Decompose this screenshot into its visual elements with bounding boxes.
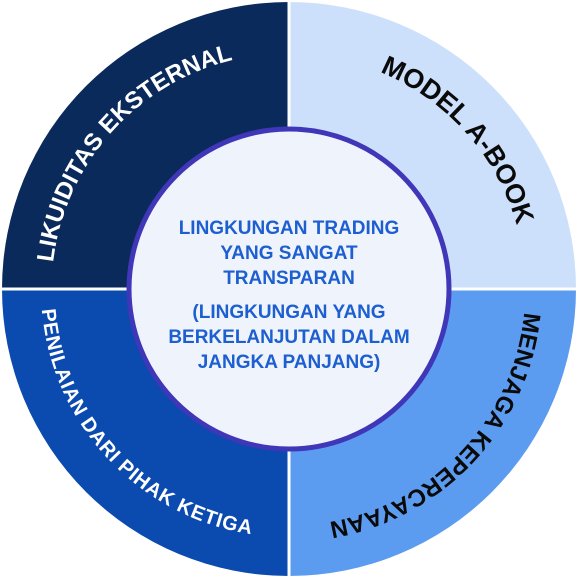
center-line-6: JANGKA PANJANG) [198, 352, 381, 373]
center-line-4: (LINGKUNGAN YANG [192, 302, 385, 323]
center-line-2: YANG SANGAT [220, 243, 358, 264]
center-line-5: BERKELANJUTAN DALAM [168, 327, 409, 348]
center-line-3: TRANSPARAN [223, 268, 355, 289]
center-circle [126, 126, 452, 452]
center-line-1: LINGKUNGAN TRADING [179, 218, 400, 239]
center-text: LINGKUNGAN TRADING YANG SANGAT TRANSPARA… [168, 218, 409, 373]
